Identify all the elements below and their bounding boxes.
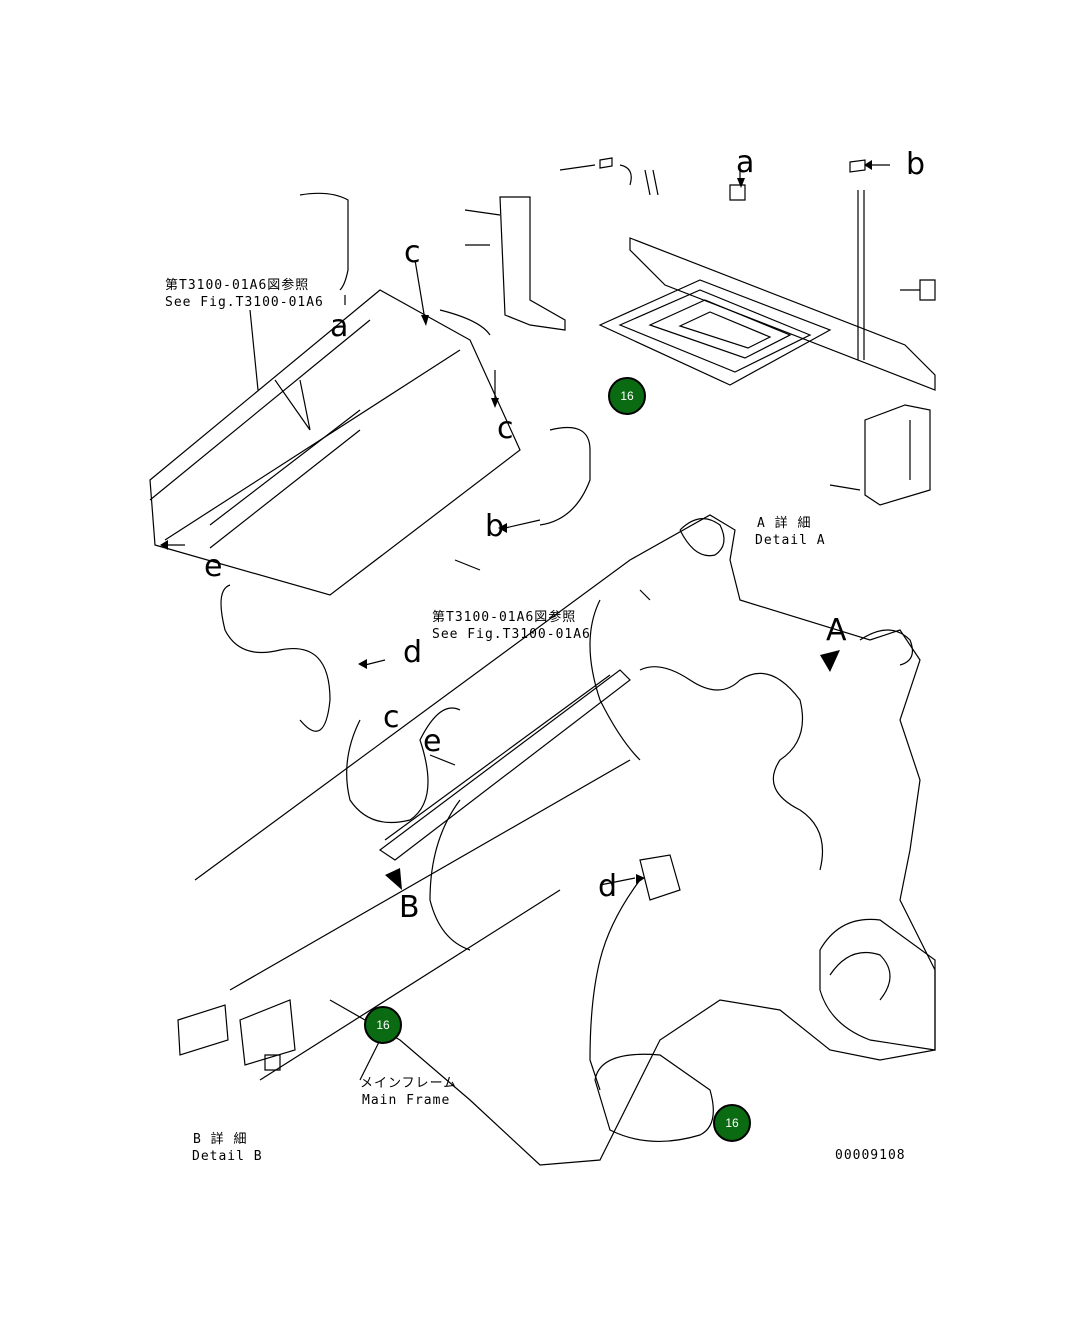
callout-16-detail-a[interactable]: 16 [608,377,646,415]
marker-big-a: A [826,613,847,648]
marker-c-low: c [383,700,400,735]
marker-a-top: a [736,145,755,180]
marker-c-top: c [404,235,421,270]
callout-16-bottom[interactable]: 16 [713,1104,751,1142]
detail-a-title-en: Detail A [755,533,826,548]
marker-a-left: a [330,309,349,344]
marker-c-mid: c [497,411,514,446]
marker-d-mid: d [403,635,423,670]
main-frame-outline [194,514,936,1166]
marker-b-mid: b [485,509,505,544]
marker-d-low: d [598,869,618,904]
ref-label-mid-en: See Fig.T3100-01A6 [432,627,591,642]
main-frame-label-ja: メインフレーム [360,1076,458,1091]
ref-label-top-ja: 第T3100-01A6図参照 [165,278,310,293]
detail-a-right-bracket [864,404,931,506]
marker-e-low: e [423,724,442,759]
drawing-number: 00009108 [835,1148,906,1163]
detail-a-title-ja: A 詳 細 [757,516,812,531]
marker-e-left: e [204,549,223,584]
detail-b-title-ja: B 詳 細 [193,1132,248,1147]
marker-big-b: B [399,890,420,925]
detail-b-title-en: Detail B [192,1149,263,1164]
left-cover [149,289,521,596]
ref-label-top-en: See Fig.T3100-01A6 [165,295,324,310]
axle-housing [819,918,936,1051]
main-frame-label-en: Main Frame [362,1093,451,1108]
detail-a-plate [629,237,936,391]
long-rail [378,669,631,861]
callout-16-main-frame[interactable]: 16 [364,1006,402,1044]
detail-b-block [177,1004,229,1056]
ref-label-mid-ja: 第T3100-01A6図参照 [432,610,577,625]
detail-a-left-bracket [499,196,566,331]
marker-b-top: b [906,147,926,182]
